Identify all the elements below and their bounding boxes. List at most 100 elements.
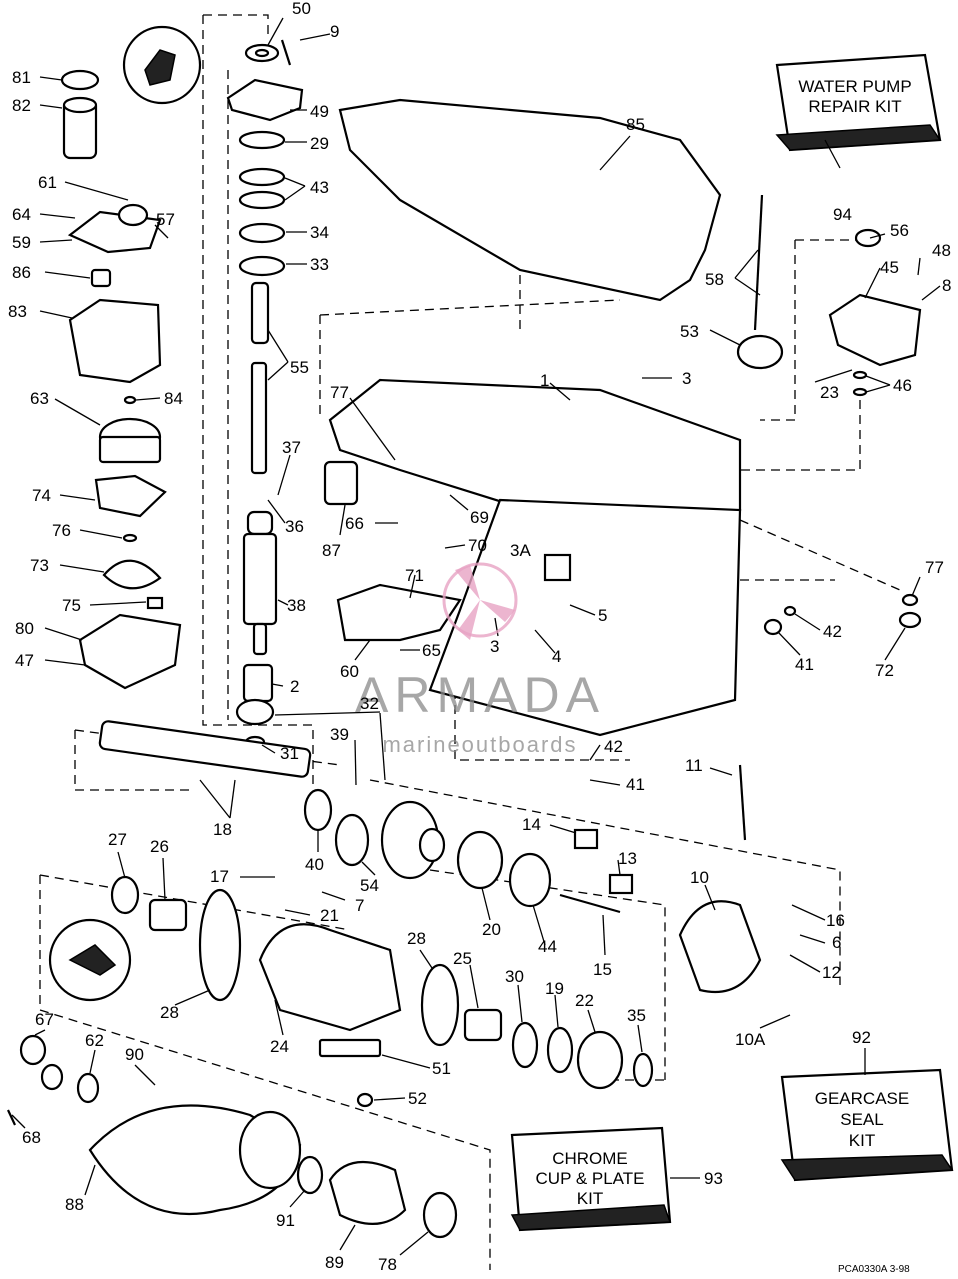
part-15-shifter xyxy=(559,893,621,914)
callout-42b: 42 xyxy=(604,737,623,756)
callout-83: 83 xyxy=(8,302,27,321)
part-19-bearing xyxy=(546,1026,574,1074)
callout-5: 5 xyxy=(598,606,607,625)
callout-54: 54 xyxy=(360,876,379,895)
part-2-bearing xyxy=(242,663,274,703)
callout-29: 29 xyxy=(310,134,329,153)
part-78-washer xyxy=(422,1191,458,1239)
watermark-tagline: marineoutboards xyxy=(382,732,577,757)
callout-72: 72 xyxy=(875,661,894,680)
part-10-housing xyxy=(678,900,762,994)
callout-numbers: 50 9 81 82 49 29 85 61 43 64 57 59 34 33… xyxy=(8,0,951,1274)
water-pump-kit-line1: WATER PUMP xyxy=(798,77,911,96)
part-32-pinion-gear xyxy=(235,698,275,726)
callout-43: 43 xyxy=(310,178,329,197)
callout-60: 60 xyxy=(340,662,359,681)
callout-16: 16 xyxy=(826,911,845,930)
callout-45: 45 xyxy=(880,258,899,277)
part-53-grommet xyxy=(736,334,784,370)
callout-55: 55 xyxy=(290,358,309,377)
part-61-grommet xyxy=(117,203,149,227)
callout-76: 76 xyxy=(52,521,71,540)
water-pump-kit-box: WATER PUMP REPAIR KIT xyxy=(775,53,942,152)
callout-32: 32 xyxy=(360,694,379,713)
part-13-lever xyxy=(608,873,634,895)
water-pump-kit-line2: REPAIR KIT xyxy=(808,97,901,116)
part-22-gear xyxy=(576,1030,624,1090)
callout-62: 62 xyxy=(85,1031,104,1050)
callout-51: 51 xyxy=(432,1059,451,1078)
callout-19: 19 xyxy=(545,979,564,998)
chrome-kit-line1: CHROME xyxy=(552,1149,628,1168)
gearcase-skeg xyxy=(428,498,742,737)
kit-boxes: WATER PUMP REPAIR KIT GEARCASE SEAL KIT … xyxy=(510,53,954,1232)
part-11-rod xyxy=(738,764,747,841)
callout-85: 85 xyxy=(626,115,645,134)
callout-81: 81 xyxy=(12,68,31,87)
watermark-brand: ARMADA xyxy=(355,667,605,723)
callout-35: 35 xyxy=(627,1006,646,1025)
callout-71: 71 xyxy=(405,566,424,585)
callout-49: 49 xyxy=(310,102,329,121)
callout-36: 36 xyxy=(285,517,304,536)
callout-7: 7 xyxy=(355,896,364,915)
part-25-bearing xyxy=(463,1008,503,1042)
part-55-driveshaft-upper xyxy=(250,281,270,345)
parts xyxy=(7,25,922,1239)
callout-73: 73 xyxy=(30,556,49,575)
part-38-pinion xyxy=(246,510,274,536)
part-73-gasket xyxy=(102,559,162,590)
callout-4: 4 xyxy=(552,647,561,666)
part-14-bracket xyxy=(573,828,599,850)
part-5-cap xyxy=(543,553,572,582)
callout-2: 2 xyxy=(290,677,299,696)
callout-15: 15 xyxy=(593,960,612,979)
callout-3b: 3 xyxy=(490,637,499,656)
part-86-insert xyxy=(90,268,112,288)
callout-77b: 77 xyxy=(925,558,944,577)
callout-18: 18 xyxy=(213,820,232,839)
callout-48: 48 xyxy=(932,241,951,260)
callout-77: 77 xyxy=(330,383,349,402)
callout-42: 42 xyxy=(823,622,842,641)
callout-92: 92 xyxy=(852,1028,871,1047)
gearcase-seal-kit-box: GEARCASE SEAL KIT xyxy=(780,1068,954,1182)
callout-23: 23 xyxy=(820,383,839,402)
callout-37: 37 xyxy=(282,438,301,457)
callout-6: 6 xyxy=(832,933,841,952)
callout-56: 56 xyxy=(890,221,909,240)
callout-26: 26 xyxy=(150,837,169,856)
callout-39: 39 xyxy=(330,725,349,744)
part-18-propshaft xyxy=(98,720,312,778)
part-28-oring xyxy=(198,888,242,1002)
callout-84: 84 xyxy=(164,389,183,408)
leader-lines xyxy=(11,17,941,1256)
callout-90: 90 xyxy=(125,1045,144,1064)
part-58-tube xyxy=(753,194,764,331)
part-56-boot xyxy=(854,228,882,248)
callout-69: 69 xyxy=(470,508,489,527)
callout-46: 46 xyxy=(893,376,912,395)
part-83-pump-housing xyxy=(68,298,162,384)
part-68-pin xyxy=(7,1109,16,1126)
part-89-hub-kit xyxy=(328,1160,407,1225)
callout-61: 61 xyxy=(38,173,57,192)
part-29-oring xyxy=(238,130,286,150)
callout-88: 88 xyxy=(65,1195,84,1214)
part-28-oring-b xyxy=(420,963,460,1047)
callout-20: 20 xyxy=(482,920,501,939)
callout-28b: 28 xyxy=(160,1003,179,1022)
callout-30: 30 xyxy=(505,967,524,986)
callout-3a: 3A xyxy=(510,541,531,560)
callout-65: 65 xyxy=(422,641,441,660)
callout-86: 86 xyxy=(12,263,31,282)
callout-82: 82 xyxy=(12,96,31,115)
callout-78: 78 xyxy=(378,1255,397,1274)
armada-watermark: ARMADA marineoutboards xyxy=(355,562,605,757)
part-43-shim xyxy=(238,167,286,187)
callout-47: 47 xyxy=(15,651,34,670)
callout-57: 57 xyxy=(156,210,175,229)
gearcase-kit-line2: SEAL xyxy=(840,1110,883,1129)
callout-53: 53 xyxy=(680,322,699,341)
